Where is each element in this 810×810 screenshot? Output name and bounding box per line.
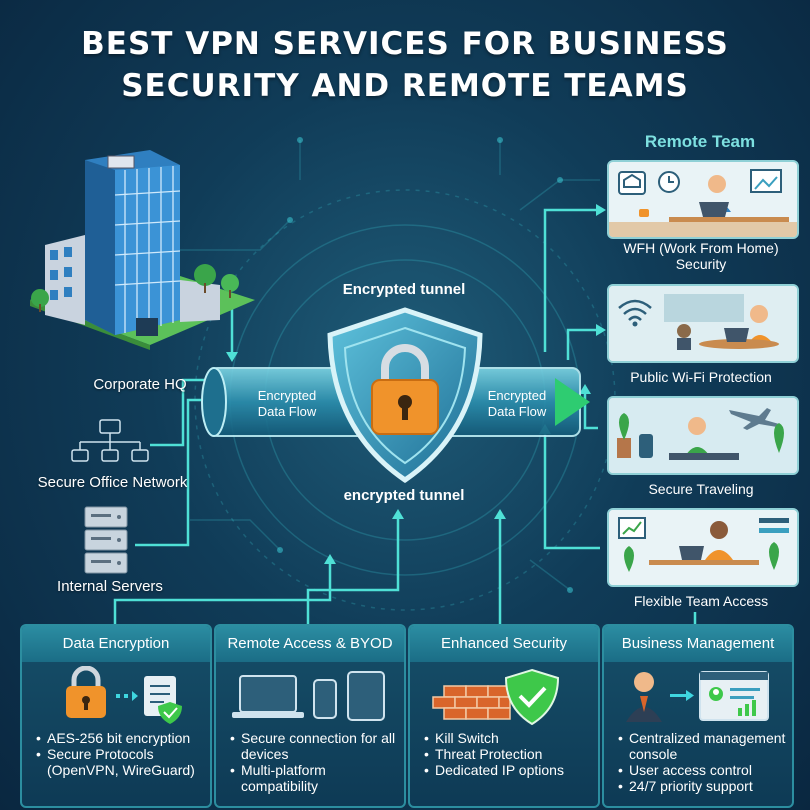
corporate-hq-label: Corporate HQ: [93, 376, 187, 393]
wfh-label-line-2: Security: [675, 256, 727, 272]
panel-business-management-title: Business Management: [604, 626, 792, 662]
list-item: Dedicated IP options: [424, 762, 594, 778]
secure-traveling-label: Secure Traveling: [648, 481, 754, 497]
devices-icon: [232, 671, 385, 721]
panel-data-encryption: Data Encryption AES-256 bit encryption S…: [20, 624, 212, 808]
list-item: Threat Protection: [424, 746, 594, 762]
list-item: Secure Protocols (OpenVPN, WireGuard): [36, 746, 206, 778]
encrypted-tunnel-top-label: Encrypted tunnel: [342, 281, 466, 298]
secure-office-network-label: Secure Office Network: [37, 474, 188, 491]
list-item: Multi-platform compatibility: [230, 762, 400, 794]
data-flow-left-line-2: Data Flow: [257, 404, 317, 419]
remote-team-title: Remote Team: [644, 132, 756, 151]
wfh-label-line-1: WFH (Work From Home): [623, 240, 779, 256]
list-item: Secure connection for all devices: [230, 730, 400, 762]
panel-business-management: Business Management Centralized manageme…: [602, 624, 794, 808]
data-flow-right-line-1: Encrypted: [487, 388, 547, 403]
cafe-wifi-illustration: [609, 286, 797, 361]
network-icon: [71, 419, 149, 462]
data-flow-left-line-1: Encrypted: [257, 388, 317, 403]
panel-enhanced-security-list: Kill Switch Threat Protection Dedicated …: [424, 730, 594, 778]
panel-enhanced-security-title: Enhanced Security: [410, 626, 598, 662]
panel-remote-access-list: Secure connection for all devices Multi-…: [230, 730, 400, 794]
panel-enhanced-security: Enhanced Security Kill Switch Threat Pro…: [408, 624, 600, 808]
list-item: User access control: [618, 762, 788, 778]
public-wifi-label: Public Wi-Fi Protection: [630, 369, 772, 385]
team-office-illustration: [609, 510, 797, 585]
admin-dashboard-icon: [626, 671, 769, 722]
corporate-building-icon: [30, 150, 255, 350]
flexible-access-label: Flexible Team Access: [633, 593, 769, 609]
list-item: Centralized management console: [618, 730, 788, 762]
public-wifi-card: [607, 284, 799, 363]
internal-servers-label: Internal Servers: [57, 578, 163, 595]
panel-data-encryption-title: Data Encryption: [22, 626, 210, 662]
panel-business-management-list: Centralized management console User acce…: [618, 730, 788, 794]
panel-remote-access-title: Remote Access & BYOD: [216, 626, 404, 662]
data-flow-right-line-2: Data Flow: [487, 404, 547, 419]
vpn-tunnel-graphic: [201, 307, 590, 484]
flexible-access-card: [607, 508, 799, 587]
lock-file-icon: [66, 666, 182, 724]
title-line-1: BEST VPN SERVICES FOR BUSINESS: [81, 26, 729, 62]
encrypted-tunnel-bottom-label: encrypted tunnel: [343, 487, 465, 504]
list-item: Kill Switch: [424, 730, 594, 746]
server-icon: [84, 506, 128, 574]
firewall-shield-icon: [432, 668, 560, 726]
title-line-2: SECURITY AND REMOTE TEAMS: [121, 68, 689, 104]
traveling-card: [607, 396, 799, 475]
list-item: 24/7 priority support: [618, 778, 788, 794]
wfh-card: [607, 160, 799, 239]
panel-remote-access: Remote Access & BYOD Secure connection f…: [214, 624, 406, 808]
airport-illustration: [609, 398, 797, 473]
list-item: AES-256 bit encryption: [36, 730, 206, 746]
home-office-illustration: [609, 169, 797, 237]
panel-data-encryption-list: AES-256 bit encryption Secure Protocols …: [36, 730, 206, 778]
